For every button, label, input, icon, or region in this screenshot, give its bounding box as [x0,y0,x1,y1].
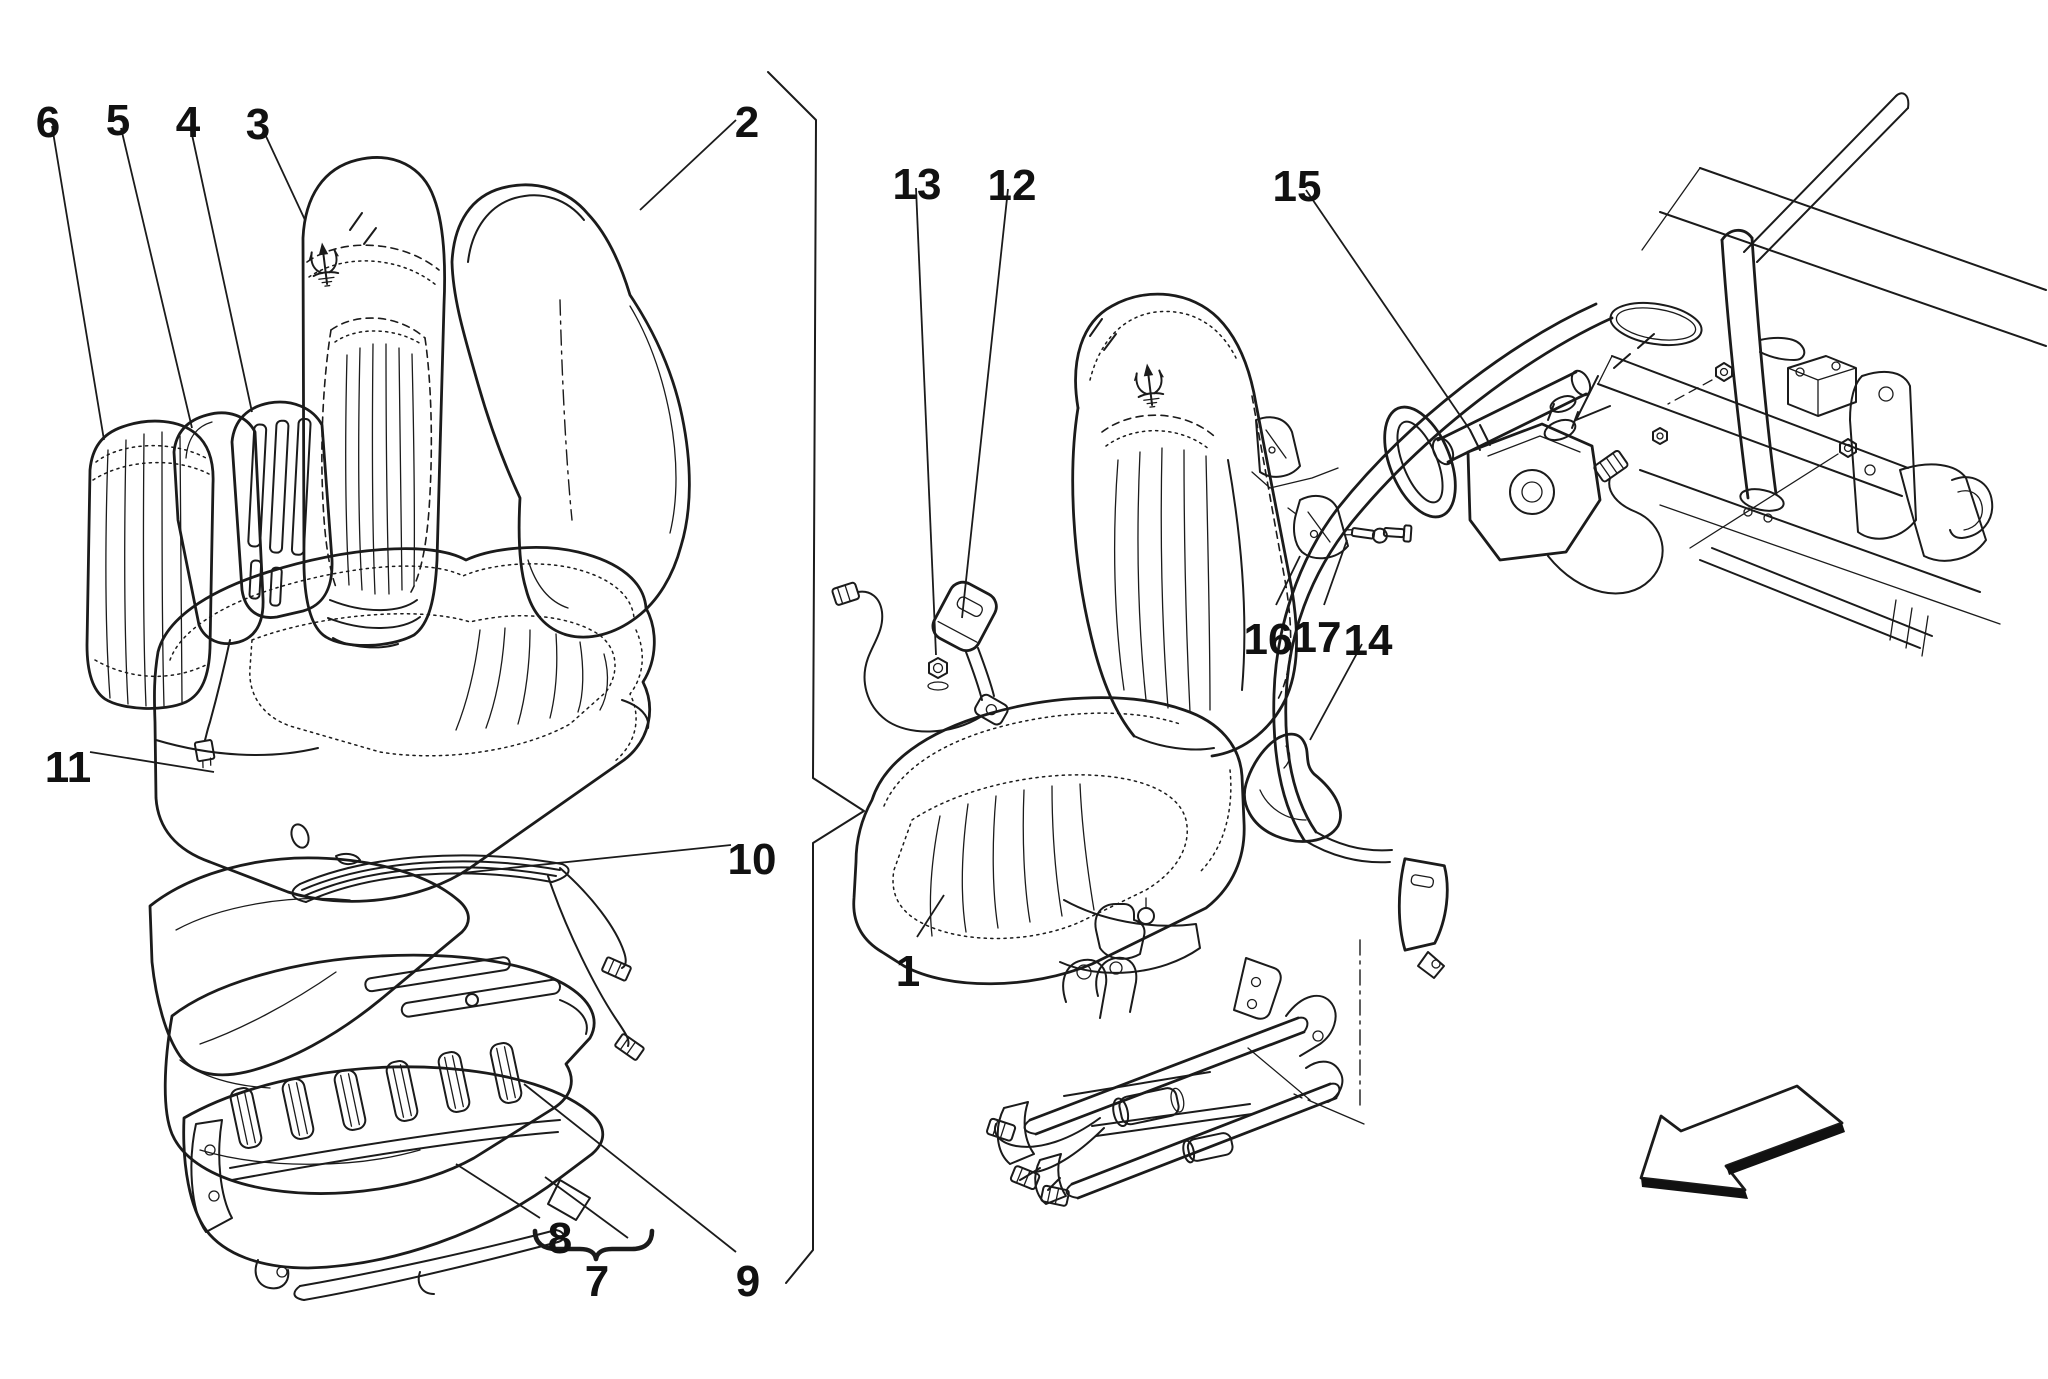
leader-line-2 [640,120,736,210]
leader-line-4 [191,130,252,412]
harness-connector [602,957,632,981]
zigzag-section-divider [768,72,864,1283]
structure-bolt [1840,439,1856,457]
structure-nut [1653,428,1667,444]
panel-cable-connector [195,740,216,769]
callout-number-6: 6 [36,98,60,147]
callout-number-1: 1 [896,947,920,996]
grouping-brace-7 [535,1231,652,1259]
left-exploded-seat-group [87,158,689,1300]
callout-number-5: 5 [106,96,130,145]
leader-line-17 [1324,540,1347,605]
callout-number-17: 17 [1293,613,1342,662]
leader-line-13 [916,188,936,655]
position-arrowhead-icon [1576,376,1610,420]
side-trim-part-14 [1244,734,1340,841]
buckle-cable-connector [832,582,860,606]
seat-rails-assembly [986,958,1342,1207]
leader-line-1 [917,895,944,937]
leader-line-5 [121,128,192,428]
right-assembled-seat-group [832,93,2046,1206]
leader-line-12 [962,189,1008,618]
rail-motor [1182,1132,1235,1164]
leader-line-6 [52,126,104,440]
seat-frame-parts-7-8 [184,1041,603,1300]
direction-arrow-icon [1641,1086,1845,1199]
backrest-pad-part-6 [87,421,213,708]
leader-line-7 [545,1177,628,1238]
callout-number-8: 8 [548,1214,572,1263]
callout-number-10: 10 [728,835,777,884]
callout-number-4: 4 [176,98,201,147]
seat-base-pan-part-9 [165,949,594,1193]
rail-motor [1111,1085,1186,1127]
leader-line-8 [456,1164,540,1218]
trim-screw-part-17 [1344,524,1388,544]
callout-number-15: 15 [1273,162,1322,211]
callout-number-9: 9 [736,1257,760,1306]
callout-number-16: 16 [1244,615,1293,664]
backrest-shell-part-2 [452,185,689,637]
leader-line-10 [462,845,731,873]
body-structure [1598,93,2046,656]
rail-connector [1010,1165,1040,1190]
leader-line-9 [524,1084,736,1252]
belt-guide-trim-part-16 [1288,496,1348,558]
callout-number-14: 14 [1344,616,1393,665]
leader-line-15 [1306,190,1470,430]
retractor-connector [1593,450,1628,483]
callout-number-11: 11 [45,743,92,792]
buckle-bolt-13 [929,658,947,678]
anchor-screw [1383,524,1411,542]
callout-number-3: 3 [246,100,270,149]
cushion-foam-pad [150,858,468,1075]
belt-buckle-parts-12-13 [832,577,1010,731]
callout-number-13: 13 [893,160,942,209]
callout-number-12: 12 [988,161,1037,210]
rail-connector [1041,1185,1070,1206]
callout-number-7: 7 [585,1257,609,1306]
seat-belt-part-15 [1248,304,1612,1124]
assembled-seat-part-1 [854,294,1338,1019]
harness-connector [615,1033,645,1060]
wiring-harness-part-10 [292,855,644,1060]
leader-line-16 [1276,556,1300,605]
callout-number-2: 2 [735,98,759,147]
structure-bolt [1716,363,1732,381]
seat-cushion-part-11 [154,547,654,901]
backrest-cover-part-3 [303,158,445,648]
leader-line-11 [90,752,214,772]
backrest-frame-insert-part-4 [232,402,332,617]
leader-line-14 [1310,644,1362,740]
belt-retractor-assembly [1370,334,1662,594]
rail-connector [986,1118,1016,1141]
leader-line-3 [264,132,305,220]
